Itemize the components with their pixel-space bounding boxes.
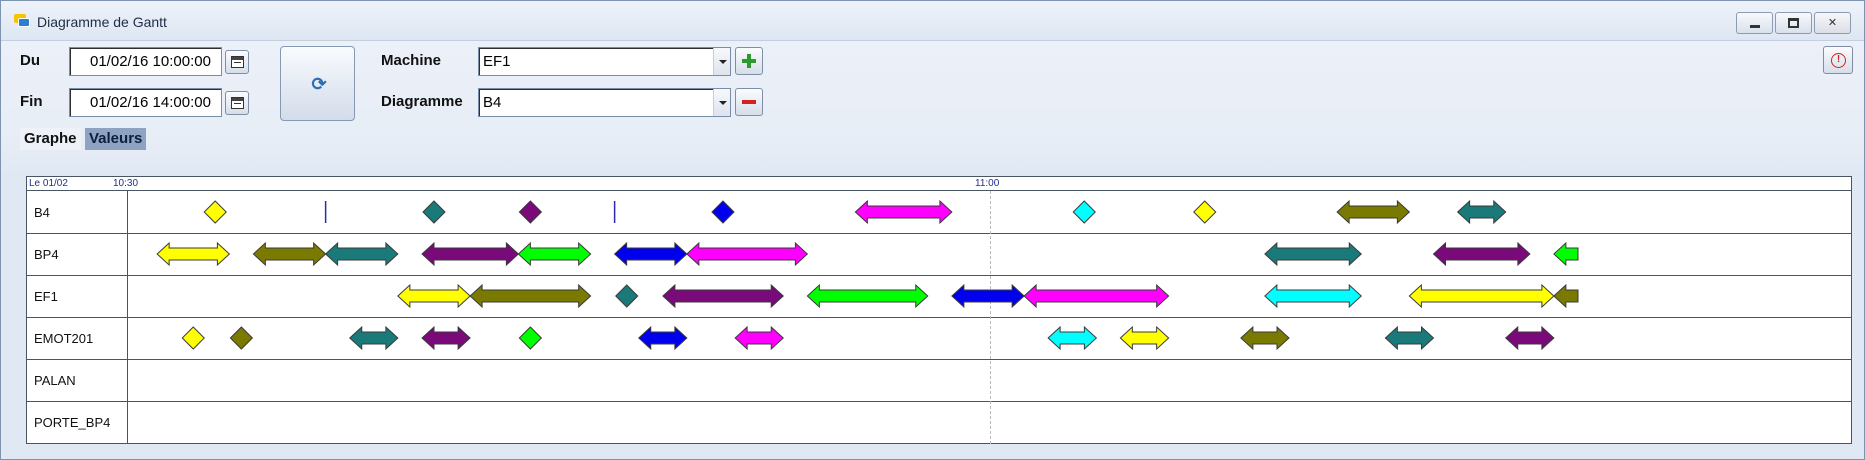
- task-bar[interactable]: [1408, 283, 1555, 309]
- task-bar[interactable]: [324, 241, 399, 267]
- header-date: Le 01/02: [29, 178, 68, 189]
- gridline-11h: [990, 191, 991, 444]
- task-bar[interactable]: [638, 325, 688, 351]
- title-bar: Diagramme de Gantt ✕: [1, 1, 1864, 41]
- milestone-diamond[interactable]: [1072, 200, 1096, 224]
- task-bar[interactable]: [854, 199, 953, 225]
- milestone-diamond[interactable]: [711, 200, 735, 224]
- task-bar[interactable]: [1384, 325, 1435, 351]
- milestone-diamond[interactable]: [615, 284, 639, 308]
- task-bar[interactable]: [156, 241, 231, 267]
- task-bar[interactable]: [1047, 325, 1098, 351]
- task-bar[interactable]: [1505, 325, 1555, 351]
- remove-button[interactable]: [735, 88, 763, 116]
- task-bar[interactable]: [252, 241, 327, 267]
- milestone-diamond[interactable]: [422, 200, 446, 224]
- task-bar[interactable]: [421, 325, 471, 351]
- du-input[interactable]: 01/02/16 10:00:00: [69, 47, 222, 76]
- fin-input[interactable]: 01/02/16 14:00:00: [69, 88, 222, 117]
- chevron-down-icon[interactable]: [713, 48, 730, 75]
- machine-select[interactable]: EF1: [478, 47, 731, 76]
- header-tick: 10:30: [113, 178, 139, 189]
- minus-icon: [742, 100, 756, 104]
- task-bar[interactable]: [1119, 325, 1170, 351]
- app-icon: [14, 14, 31, 28]
- task-bar[interactable]: [469, 283, 592, 309]
- row-label: EMOT201: [34, 331, 94, 346]
- fin-calendar-button[interactable]: [225, 91, 249, 115]
- row-label: BP4: [34, 247, 59, 262]
- milestone-diamond[interactable]: [518, 326, 543, 350]
- row-label: B4: [34, 205, 50, 220]
- du-label: Du: [20, 52, 40, 69]
- chevron-down-icon[interactable]: [713, 89, 730, 116]
- close-button[interactable]: ✕: [1814, 12, 1851, 34]
- info-button[interactable]: !: [1823, 46, 1853, 74]
- task-bar[interactable]: [1264, 283, 1362, 309]
- gantt-row: PORTE_BP4: [27, 402, 1851, 444]
- window-title: Diagramme de Gantt: [37, 14, 167, 30]
- minimize-button[interactable]: [1736, 12, 1773, 34]
- task-bar[interactable]: [662, 283, 784, 309]
- diagramme-select[interactable]: B4: [478, 88, 731, 117]
- milestone-diamond[interactable]: [203, 200, 227, 224]
- task-bar[interactable]: [1264, 241, 1362, 267]
- header-tick: 11:00: [975, 178, 1000, 189]
- task-bar[interactable]: [517, 241, 592, 267]
- gantt-row: B4: [27, 192, 1851, 234]
- maximize-icon: [1788, 18, 1799, 28]
- tab-valeurs[interactable]: Valeurs: [85, 128, 147, 150]
- milestone-diamond[interactable]: [181, 326, 205, 350]
- plus-icon-vertical: [747, 54, 751, 68]
- task-bar[interactable]: [734, 325, 784, 351]
- calendar-icon: [231, 97, 244, 109]
- row-label: PORTE_BP4: [34, 415, 111, 430]
- task-bar[interactable]: [1456, 199, 1507, 225]
- machine-value: EF1: [483, 53, 511, 70]
- task-bar[interactable]: [1023, 283, 1170, 309]
- maximize-button[interactable]: [1775, 12, 1812, 34]
- gantt-marks: [156, 199, 1579, 351]
- refresh-button[interactable]: ⟳: [280, 46, 355, 121]
- row-label: EF1: [34, 289, 58, 304]
- du-calendar-button[interactable]: [225, 50, 249, 74]
- tab-graphe[interactable]: Graphe: [20, 128, 81, 150]
- calendar-icon: [231, 56, 244, 68]
- task-bar[interactable]: [421, 241, 520, 267]
- close-icon: ✕: [1827, 17, 1838, 29]
- task-bar[interactable]: [1553, 241, 1579, 267]
- task-bar[interactable]: [397, 283, 471, 309]
- alert-icon: !: [1831, 53, 1846, 68]
- label-separator: [127, 191, 128, 444]
- diagramme-value: B4: [483, 94, 502, 111]
- milestone-diamond[interactable]: [1193, 200, 1217, 224]
- task-bar[interactable]: [686, 241, 809, 267]
- task-bar[interactable]: [951, 283, 1025, 309]
- gantt-row: EMOT201: [27, 318, 1851, 360]
- task-bar[interactable]: [1553, 283, 1579, 309]
- fin-label: Fin: [20, 93, 43, 110]
- task-bar[interactable]: [1240, 325, 1290, 351]
- gantt-row: EF1: [27, 276, 1851, 318]
- milestone-diamond[interactable]: [518, 200, 543, 224]
- task-bar[interactable]: [806, 283, 929, 309]
- gantt-row: PALAN: [27, 360, 1851, 402]
- task-bar[interactable]: [613, 241, 688, 267]
- gantt-row: BP4: [27, 234, 1851, 276]
- refresh-icon: ⟳: [311, 74, 327, 94]
- task-bar[interactable]: [1432, 241, 1531, 267]
- minimize-icon: [1750, 25, 1760, 28]
- task-bar[interactable]: [1336, 199, 1411, 225]
- task-bar[interactable]: [349, 325, 399, 351]
- machine-label: Machine: [381, 52, 442, 69]
- milestone-diamond[interactable]: [229, 326, 254, 350]
- row-label: PALAN: [34, 373, 76, 388]
- diagramme-label: Diagramme: [381, 93, 463, 110]
- add-button[interactable]: [735, 47, 763, 75]
- time-header: Le 01/02 10:30 11:00: [27, 177, 1851, 191]
